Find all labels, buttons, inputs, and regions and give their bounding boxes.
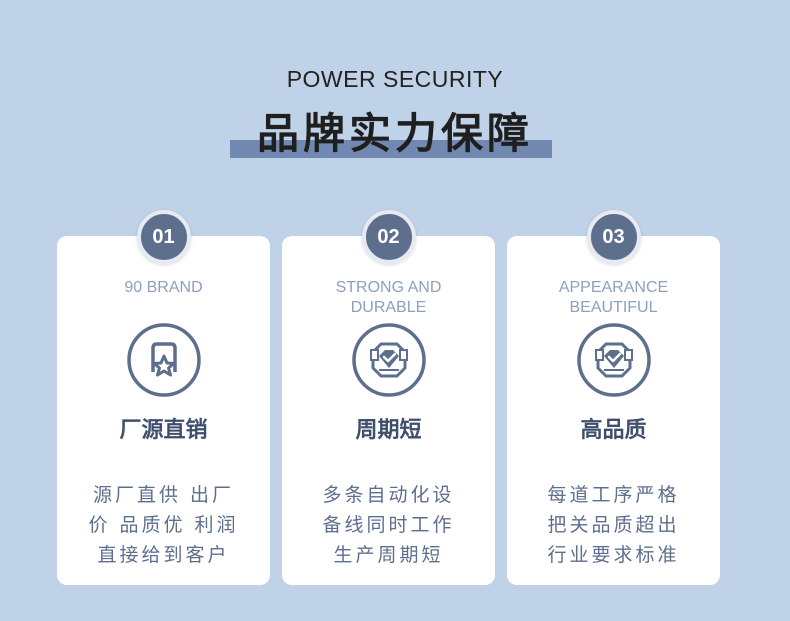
card-english-title: APPEARANCE BEAUTIFUL [507, 278, 720, 318]
section-subtitle: POWER SECURITY [286, 66, 504, 92]
card-description-line: 源厂直供 出厂 [92, 484, 235, 506]
card-chinese-title: 周期短 [355, 418, 422, 443]
title-underline-bar [230, 140, 552, 158]
shield-diamond-icon [576, 322, 652, 398]
card-description: 每道工序严格 把关品质超出 行业要求标准 [507, 480, 720, 570]
card-english-title: STRONG AND DURABLE [282, 278, 495, 318]
feature-card-3: 03 APPEARANCE BEAUTIFUL 高品质 每道工序严格 把关品质超… [507, 210, 720, 585]
card-number-badge: 01 [136, 210, 191, 264]
card-number-badge: 02 [361, 210, 416, 264]
card-description-line: 生产周期短 [333, 544, 444, 566]
shield-diamond-icon [351, 322, 427, 398]
section-title: 品牌实力保障 [256, 109, 533, 158]
card-english-title-line: BEAUTIFUL [569, 299, 658, 316]
feature-card-2: 02 STRONG AND DURABLE 周期短 多条自动化设 备线同时工作 … [282, 210, 495, 585]
badge-star-icon [126, 322, 202, 398]
card-english-title: 90 BRAND [57, 278, 270, 298]
card-chinese-title: 厂源直销 [119, 418, 208, 443]
card-description-line: 备线同时工作 [322, 514, 455, 536]
card-description-line: 行业要求标准 [547, 544, 680, 566]
card-english-title-line: APPEARANCE [558, 279, 669, 296]
card-english-title-line: 90 BRAND [124, 279, 203, 296]
card-chinese-title: 高品质 [580, 418, 647, 443]
card-number-badge: 03 [586, 210, 641, 264]
card-description-line: 价 品质优 利润 [88, 514, 239, 536]
card-description: 源厂直供 出厂 价 品质优 利润 直接给到客户 [57, 480, 270, 570]
card-description: 多条自动化设 备线同时工作 生产周期短 [282, 480, 495, 570]
card-english-title-line: STRONG AND [335, 279, 442, 296]
card-description-line: 多条自动化设 [322, 484, 455, 506]
card-english-title-line: DURABLE [350, 299, 427, 316]
card-description-line: 每道工序严格 [547, 484, 680, 506]
feature-card-1: 01 90 BRAND 厂源直销 源厂直供 出厂 价 品质优 利润 直接给到客户 [57, 210, 270, 585]
card-description-line: 直接给到客户 [97, 544, 230, 566]
card-description-line: 把关品质超出 [547, 514, 680, 536]
